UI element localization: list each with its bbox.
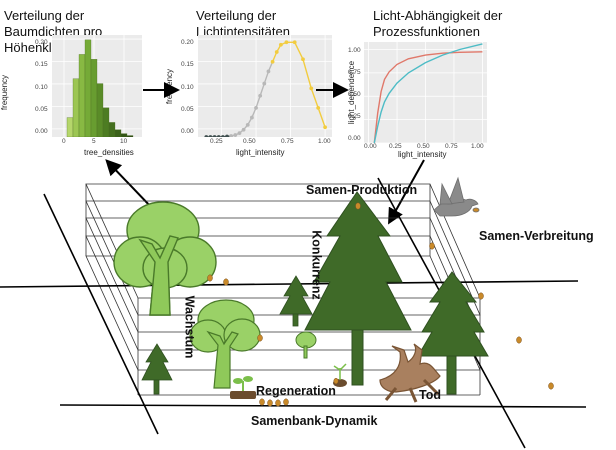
- light-point: [301, 57, 305, 62]
- dep-xtick: 1.00: [471, 143, 484, 150]
- scene-lines: [0, 177, 587, 449]
- light-point: [237, 131, 242, 136]
- light-ytick: 0.05: [181, 106, 194, 113]
- dep-ytick: 0.25: [348, 113, 361, 120]
- light-point: [249, 115, 254, 120]
- conifer-tree-right: [417, 271, 489, 395]
- hist-xtick: 10: [120, 138, 128, 145]
- light-point: [245, 122, 250, 127]
- light-point: [229, 134, 234, 138]
- light-point: [278, 42, 283, 47]
- light-line-segment: [317, 107, 326, 128]
- dep-plot-area: [364, 42, 487, 144]
- label-samen-produktion: Samen-Produktion: [306, 183, 418, 197]
- light-xtick: 0.75: [281, 138, 294, 145]
- hist-xtick: 0: [62, 138, 66, 145]
- light-point: [266, 69, 271, 74]
- seeds: [207, 202, 554, 407]
- broadleaf-sapling: [295, 331, 317, 359]
- light-point: [284, 40, 289, 45]
- hist-ytick: 0.20: [35, 39, 48, 46]
- light-point: [309, 86, 314, 91]
- conifer-tree-large: [304, 191, 412, 386]
- light-line-segment: [310, 88, 319, 109]
- light-ytick: 0.15: [181, 61, 194, 68]
- dep-xtick: 0.75: [445, 143, 458, 150]
- light-line-segment: [259, 83, 265, 96]
- dep-title: Licht-Abhängigkeit der Prozessfunktionen: [373, 8, 503, 39]
- dep-ytick: 0.50: [348, 91, 361, 98]
- light-point: [323, 125, 327, 130]
- light-xtick: 1.00: [318, 138, 331, 145]
- label-tod: Tod: [419, 388, 441, 402]
- light-point: [262, 81, 267, 86]
- light-point: [316, 105, 321, 110]
- hist-ytick: 0.05: [35, 106, 48, 113]
- dep-xlabel: light_intensity: [398, 150, 447, 159]
- hist-ytick: 0.00: [35, 128, 48, 135]
- hist-svg: [52, 35, 142, 138]
- light-line-segment: [294, 41, 304, 60]
- label-samenbank: Samenbank-Dynamik: [251, 414, 378, 428]
- dep-ytick: 0.75: [348, 69, 361, 76]
- bird-icon: [433, 176, 480, 217]
- light-line-segment: [263, 71, 270, 84]
- light-point: [254, 105, 258, 110]
- label-wachstum: Wachstum: [182, 295, 197, 359]
- dep-xtick: 0.25: [389, 143, 402, 150]
- label-regeneration: Regeneration: [256, 384, 336, 398]
- light-point: [258, 93, 263, 98]
- seedling-left: [230, 376, 256, 399]
- hist-ytick: 0.15: [35, 61, 48, 68]
- dep-ytick: 0.00: [348, 135, 361, 142]
- dep-ytick: 1.00: [348, 47, 361, 54]
- broadleaf-tree-large: [113, 201, 217, 316]
- conifer-tree-small: [279, 275, 313, 327]
- light-xtick: 0.25: [210, 138, 223, 145]
- label-samen-verbreitung: Samen-Verbreitung: [479, 229, 594, 243]
- light-point: [292, 40, 297, 45]
- hist-xlabel: tree_densities: [84, 148, 134, 157]
- light-ytick: 0.00: [181, 128, 194, 135]
- light-ytick: 0.10: [181, 84, 194, 91]
- broadleaf-tree-medium: [189, 299, 261, 389]
- conifer-tree-tiny: [141, 343, 173, 395]
- light-line-segment: [302, 59, 312, 89]
- light-point: [233, 133, 238, 137]
- hist-ytick: 0.10: [35, 84, 48, 91]
- light-xtick: 0.50: [243, 138, 256, 145]
- light-point: [241, 127, 246, 132]
- dep-series-line: [373, 43, 483, 144]
- arrow-scene-to-hist: [105, 159, 153, 209]
- light-line-segment: [255, 95, 261, 109]
- hist-xtick: 5: [92, 138, 96, 145]
- hist-plot-area: [52, 35, 142, 138]
- dead-tree: [379, 343, 441, 403]
- dep-xtick: 0.00: [364, 143, 377, 150]
- light-ytick: 0.20: [181, 39, 194, 46]
- light-xlabel: light_intensity: [236, 148, 285, 157]
- light-point: [274, 50, 279, 54]
- light-plot-area: [198, 35, 332, 139]
- light-point: [270, 59, 275, 64]
- label-konkurrenz: Konkurrenz: [309, 230, 324, 300]
- dep-xtick: 0.50: [417, 143, 430, 150]
